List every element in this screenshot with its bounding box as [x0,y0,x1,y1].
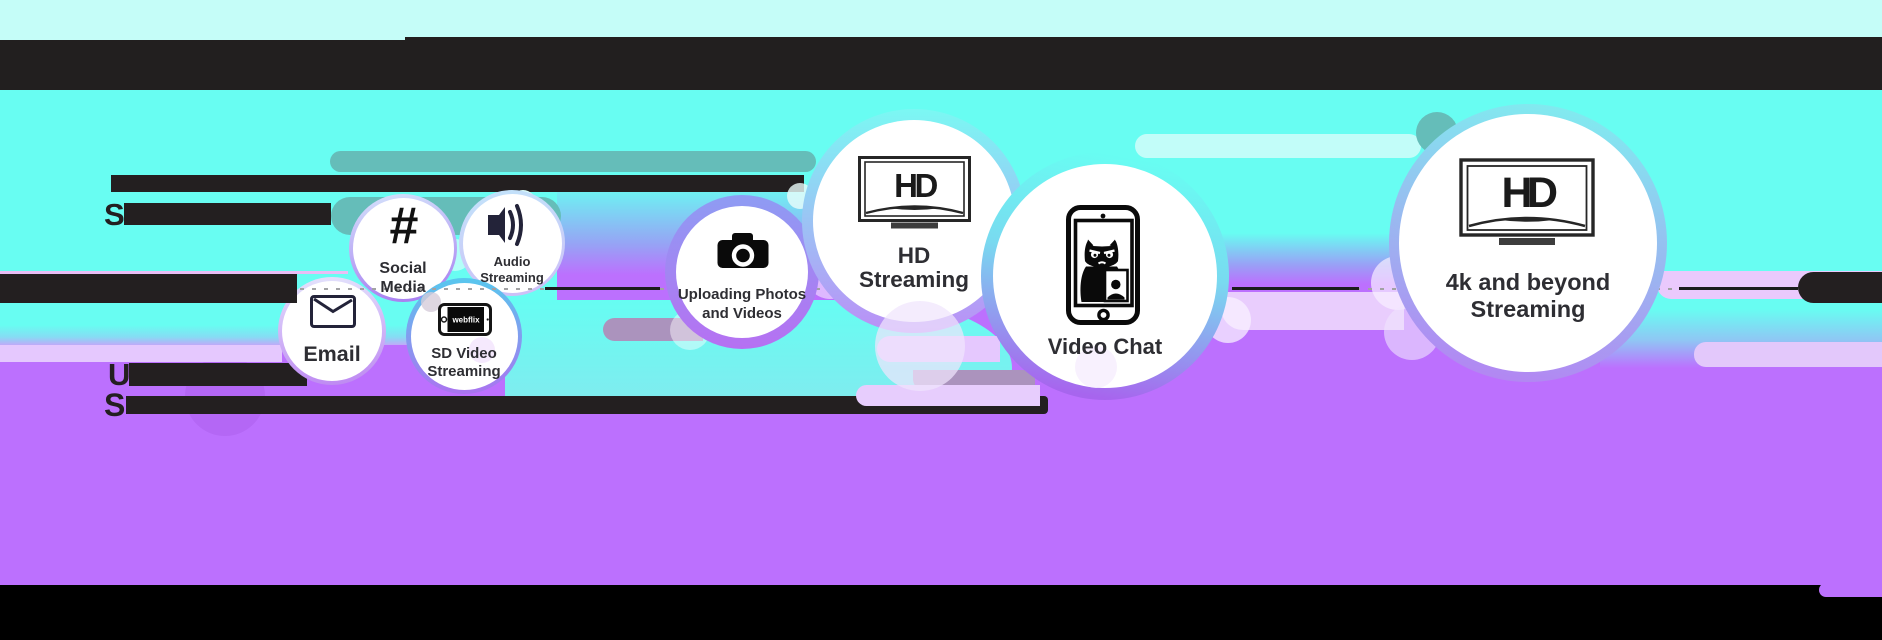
svg-text:webflix: webflix [451,316,480,325]
svg-text:HD: HD [894,167,937,204]
svg-text:HD: HD [1501,169,1557,217]
